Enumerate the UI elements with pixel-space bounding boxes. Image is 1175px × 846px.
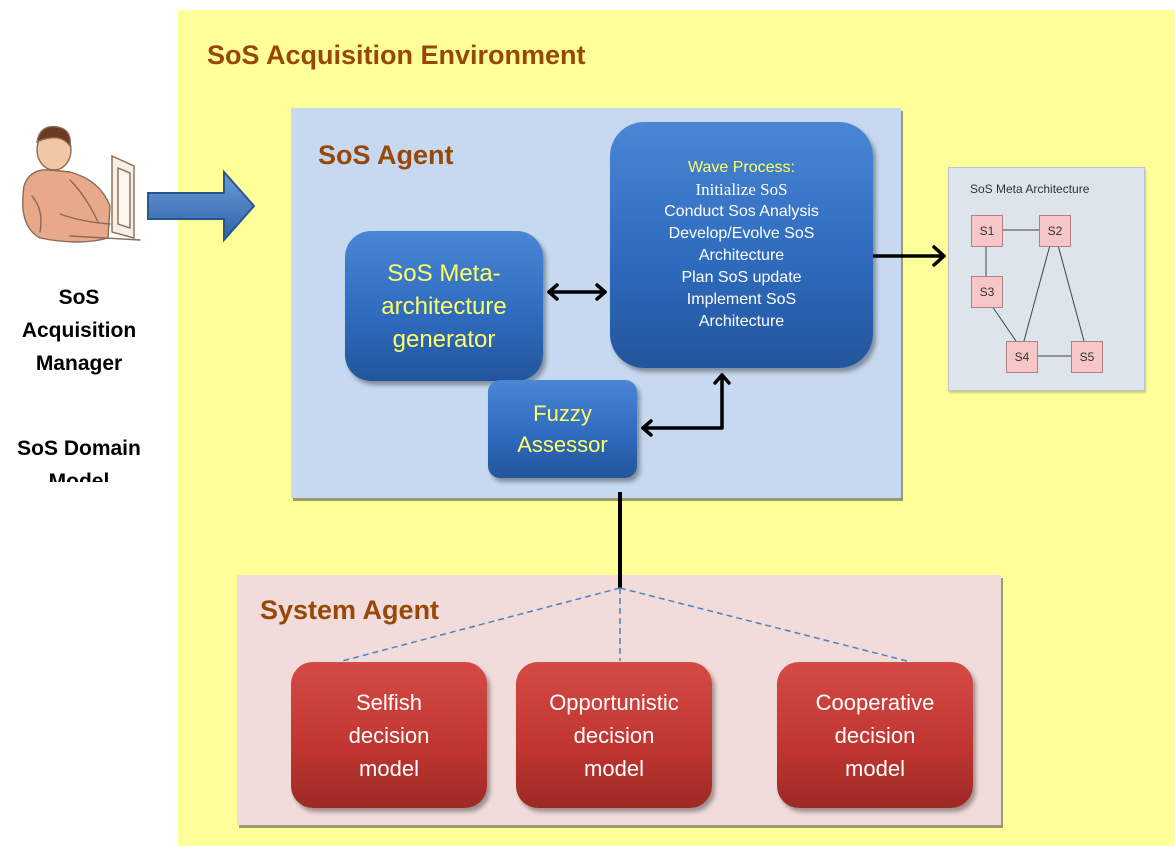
- selfish-decision-model-box: Selfish decision model: [291, 662, 487, 808]
- meta-architecture-generator-box: SoS Meta- architecture generator: [345, 231, 543, 381]
- meta-wave-double-arrow: [547, 283, 607, 301]
- meta-generator-line-2: architecture: [381, 292, 507, 320]
- wave-process-box: Wave Process: Initialize SoS Conduct Sos…: [610, 122, 873, 368]
- wave-item: Plan SoS update: [681, 269, 802, 286]
- manager-label-line: Manager: [35, 352, 123, 375]
- node-s1: S1: [971, 215, 1003, 247]
- system-agent-dashed-lines: [341, 587, 908, 662]
- model-line: Selfish: [355, 689, 423, 715]
- wave-fuzzy-elbow-arrow: [641, 373, 731, 437]
- model-line: decision: [348, 722, 430, 748]
- fuzzy-assessor-box: Fuzzy Assessor: [488, 380, 637, 478]
- domain-model-label-clip: SoS Domain Model: [0, 432, 158, 482]
- domain-model-label: SoS Domain Model: [0, 432, 158, 482]
- edge-s2-s4: [1023, 244, 1051, 342]
- sos-agent-title: SoS Agent: [318, 140, 454, 170]
- wave-item: Conduct Sos Analysis: [664, 203, 819, 220]
- wave-item: Architecture: [698, 247, 785, 264]
- meta-architecture-title: SoS Meta Architecture: [970, 182, 1090, 196]
- manager-label-line: SoS: [58, 286, 100, 309]
- opportunistic-decision-model-box: Opportunistic decision model: [516, 662, 712, 808]
- wave-item: Develop/Evolve SoS: [668, 225, 815, 242]
- edge-s3-s4: [991, 305, 1017, 342]
- wave-to-architecture-arrow: [872, 245, 946, 267]
- node-s4: S4: [1006, 341, 1038, 373]
- cooperative-decision-model-box: Cooperative decision model: [777, 662, 973, 808]
- model-line: model: [359, 755, 419, 781]
- manager-arrow: [147, 169, 256, 243]
- domain-label-line: Model: [48, 470, 110, 482]
- node-s5: S5: [1071, 341, 1103, 373]
- system-agent-title: System Agent: [260, 595, 440, 625]
- node-s2: S2: [1039, 215, 1071, 247]
- meta-generator-line-1: SoS Meta-: [387, 259, 501, 287]
- wave-item: Initialize SoS: [695, 180, 788, 199]
- model-line: model: [584, 755, 644, 781]
- domain-label-line: SoS Domain: [17, 437, 141, 460]
- model-line: decision: [573, 722, 655, 748]
- wave-process-title: Wave Process:: [688, 159, 795, 176]
- fuzzy-line-1: Fuzzy: [533, 401, 592, 426]
- meta-generator-line-3: generator: [392, 325, 496, 353]
- manager-label: SoS Acquisition Manager: [0, 281, 158, 380]
- model-line: decision: [834, 722, 916, 748]
- node-s3: S3: [971, 276, 1003, 308]
- manager-label-line: Acquisition: [21, 319, 137, 342]
- environment-title: SoS Acquisition Environment: [207, 40, 586, 70]
- model-line: Opportunistic: [549, 689, 679, 715]
- wave-item: Architecture: [698, 313, 785, 330]
- model-line: model: [845, 755, 905, 781]
- fuzzy-line-2: Assessor: [517, 432, 608, 457]
- wave-item: Implement SoS: [686, 291, 797, 308]
- edge-s2-s5: [1057, 244, 1085, 342]
- model-line: Cooperative: [815, 689, 935, 715]
